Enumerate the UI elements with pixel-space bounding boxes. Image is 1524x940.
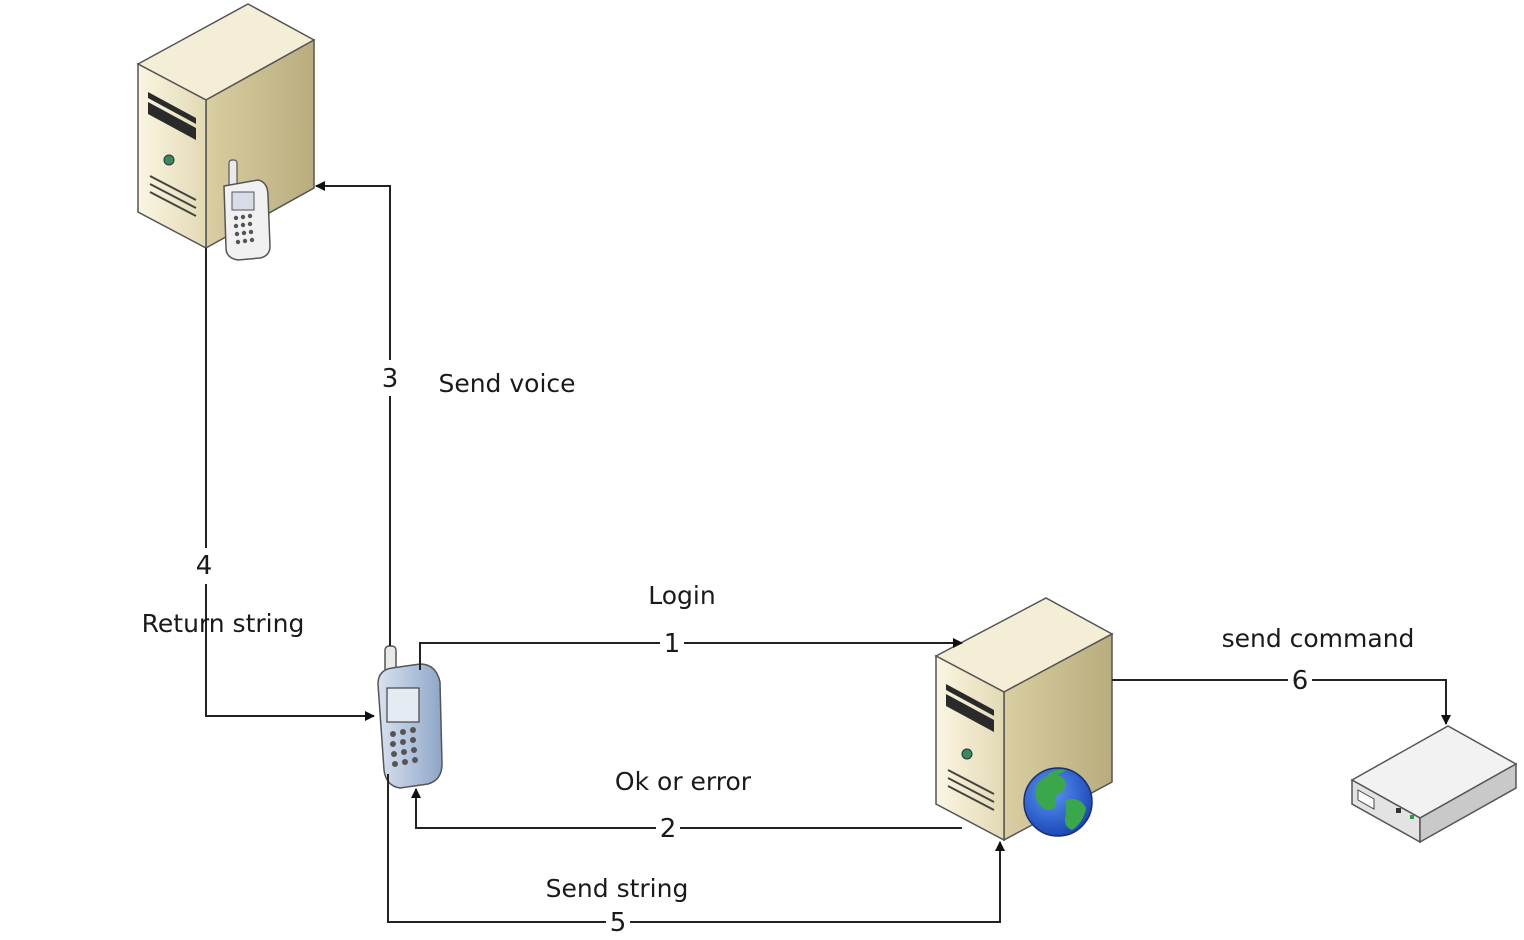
step-labels: Login Ok or error Send voice Return stri… xyxy=(142,369,1415,903)
voice-server-icon xyxy=(136,3,316,261)
login-label: Login xyxy=(648,581,715,610)
step-2-number: 2 xyxy=(660,814,677,844)
step-6-number: 6 xyxy=(1292,666,1309,696)
connector-3 xyxy=(315,181,391,646)
web-server-icon xyxy=(934,597,1114,842)
ok-or-error-label: Ok or error xyxy=(615,767,752,796)
send-command-label: send command xyxy=(1222,624,1415,653)
step-4-number: 4 xyxy=(196,551,213,581)
connectors xyxy=(205,181,1451,923)
step-5-number: 5 xyxy=(610,908,627,938)
mobile-phone-icon xyxy=(377,645,443,789)
connector-1 xyxy=(419,638,963,670)
globe-icon xyxy=(1023,767,1093,837)
send-string-label: Send string xyxy=(546,874,689,903)
connector-5 xyxy=(387,774,1005,923)
send-voice-label: Send voice xyxy=(438,369,575,398)
step-3-number: 3 xyxy=(382,364,399,394)
server-phone-icon xyxy=(223,159,271,261)
return-string-label: Return string xyxy=(142,609,305,638)
connector-4 xyxy=(205,248,375,721)
step-1-number: 1 xyxy=(664,629,681,659)
connector-2 xyxy=(411,788,962,829)
connector-6 xyxy=(1112,679,1451,725)
network-device-icon xyxy=(1350,725,1518,844)
step-numbers: 1 2 3 4 5 6 xyxy=(192,360,1312,938)
